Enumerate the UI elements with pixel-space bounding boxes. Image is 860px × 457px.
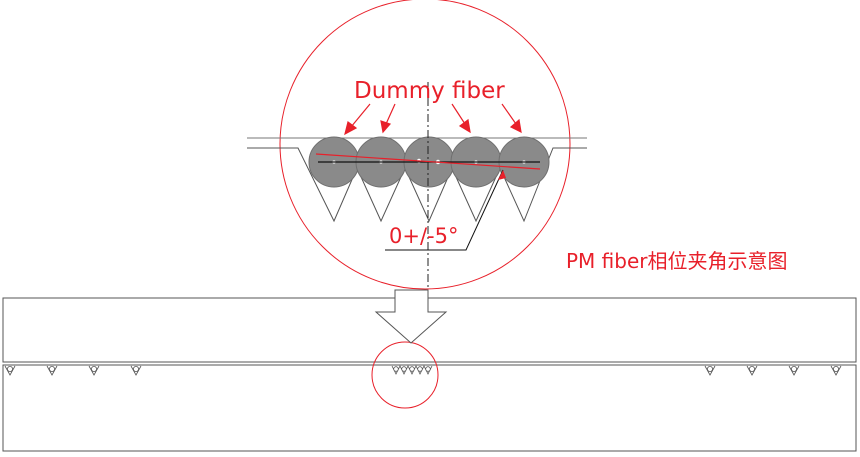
arrow-head [380, 120, 392, 134]
dummy-fiber-label: Dummy fiber [354, 78, 505, 104]
small-fiber [749, 365, 756, 372]
arrow-line [501, 103, 517, 125]
arrow-line [350, 103, 371, 128]
arrow-line [385, 103, 396, 125]
small-fiber [401, 366, 407, 372]
small-fibers-right [704, 365, 842, 376]
arrow-line [451, 103, 466, 125]
angle-leader-arrowhead [498, 170, 506, 180]
small-fibers-center [391, 365, 433, 375]
angle-leader-line [385, 169, 504, 251]
small-fiber [49, 365, 56, 372]
diagram-caption: PM fiber相位夹角示意图 [566, 249, 788, 273]
v-groove-profile [247, 147, 587, 223]
small-fiber [833, 365, 840, 372]
small-fiber [791, 365, 798, 372]
fiber-array-block [2, 297, 857, 452]
arrow-head [344, 120, 358, 136]
small-fiber [393, 366, 399, 372]
zoom-arrow [374, 289, 448, 344]
small-fiber [417, 366, 423, 372]
angle-leader [385, 169, 504, 251]
small-fiber [91, 365, 98, 372]
magnified-view: Dummy fiber 0+/-5° [247, 0, 587, 290]
small-fiber [132, 365, 139, 372]
callout-circle-large [279, 0, 571, 290]
block-bottom-plate [2, 364, 857, 452]
small-fiber [7, 365, 13, 372]
small-fiber [409, 366, 415, 372]
pm-axis-tilted [315, 153, 541, 170]
small-fibers-left [4, 365, 142, 376]
small-fiber [425, 366, 431, 372]
arrow-head [458, 118, 471, 134]
callout-circle-small [371, 341, 439, 409]
small-fiber [707, 365, 714, 372]
dummy-fiber-arrows [344, 103, 522, 136]
block-top-plate [2, 297, 857, 363]
arrow-head [509, 118, 522, 134]
angle-label: 0+/-5° [389, 224, 458, 248]
